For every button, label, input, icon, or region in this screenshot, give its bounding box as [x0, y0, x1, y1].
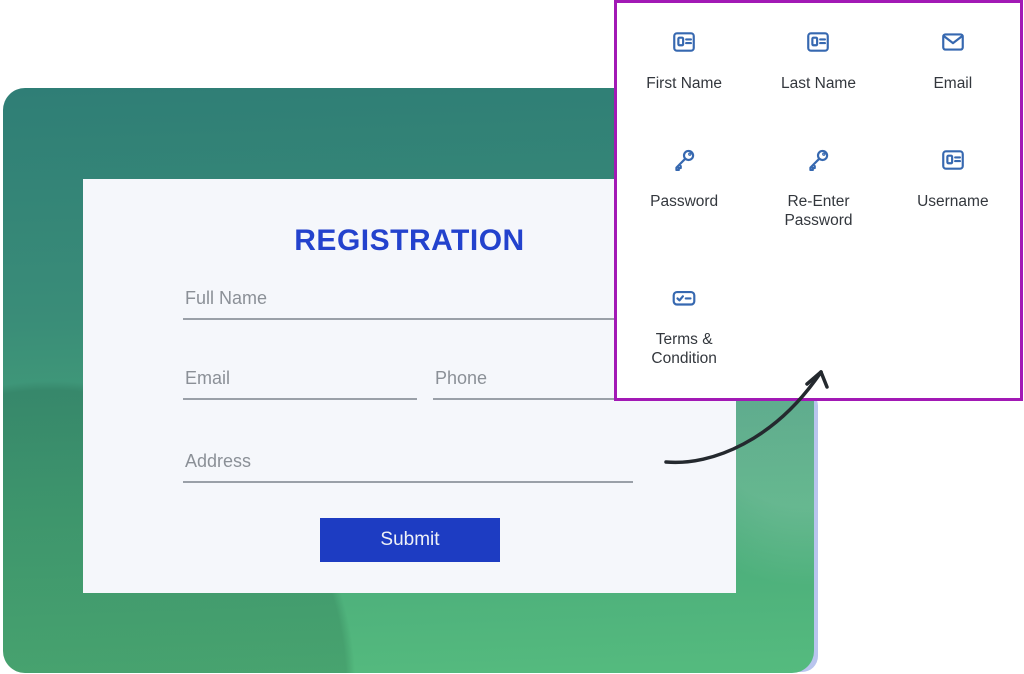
email-input[interactable] [183, 369, 417, 400]
key-icon [802, 147, 834, 173]
email-field [183, 369, 417, 400]
legend-label: Password [650, 193, 719, 210]
legend-item-first-name: First Name [617, 3, 751, 121]
address-input[interactable] [183, 452, 633, 483]
submit-button[interactable]: Submit [320, 518, 500, 562]
legend-label: First Name [646, 75, 723, 92]
legend-label: Username [917, 193, 989, 210]
id-card-icon [802, 29, 834, 55]
envelope-icon [937, 29, 969, 55]
full-name-input[interactable] [183, 289, 633, 320]
legend-label: Terms & Condition [651, 331, 717, 367]
legend-label: Re-Enter Password [784, 193, 853, 229]
legend-label: Email [933, 75, 973, 92]
legend-empty-cell [751, 269, 885, 398]
legend-label: Last Name [781, 75, 856, 92]
legend-empty-cell [886, 269, 1020, 398]
id-card-icon [668, 29, 700, 55]
legend-item-terms-condition: Terms & Condition [617, 269, 751, 398]
checkbox-icon [668, 285, 700, 311]
legend-item-password: Password [617, 121, 751, 269]
form-title: REGISTRATION [294, 224, 525, 257]
legend-item-re-enter-password: Re-Enter Password [751, 121, 885, 269]
legend-item-last-name: Last Name [751, 3, 885, 121]
field-legend-panel: First Name Last Name Email Password Re-E [614, 0, 1023, 401]
full-name-field [183, 289, 633, 320]
legend-item-username: Username [886, 121, 1020, 269]
key-icon [668, 147, 700, 173]
address-field [183, 452, 633, 483]
id-card-icon [937, 147, 969, 173]
legend-item-email: Email [886, 3, 1020, 121]
